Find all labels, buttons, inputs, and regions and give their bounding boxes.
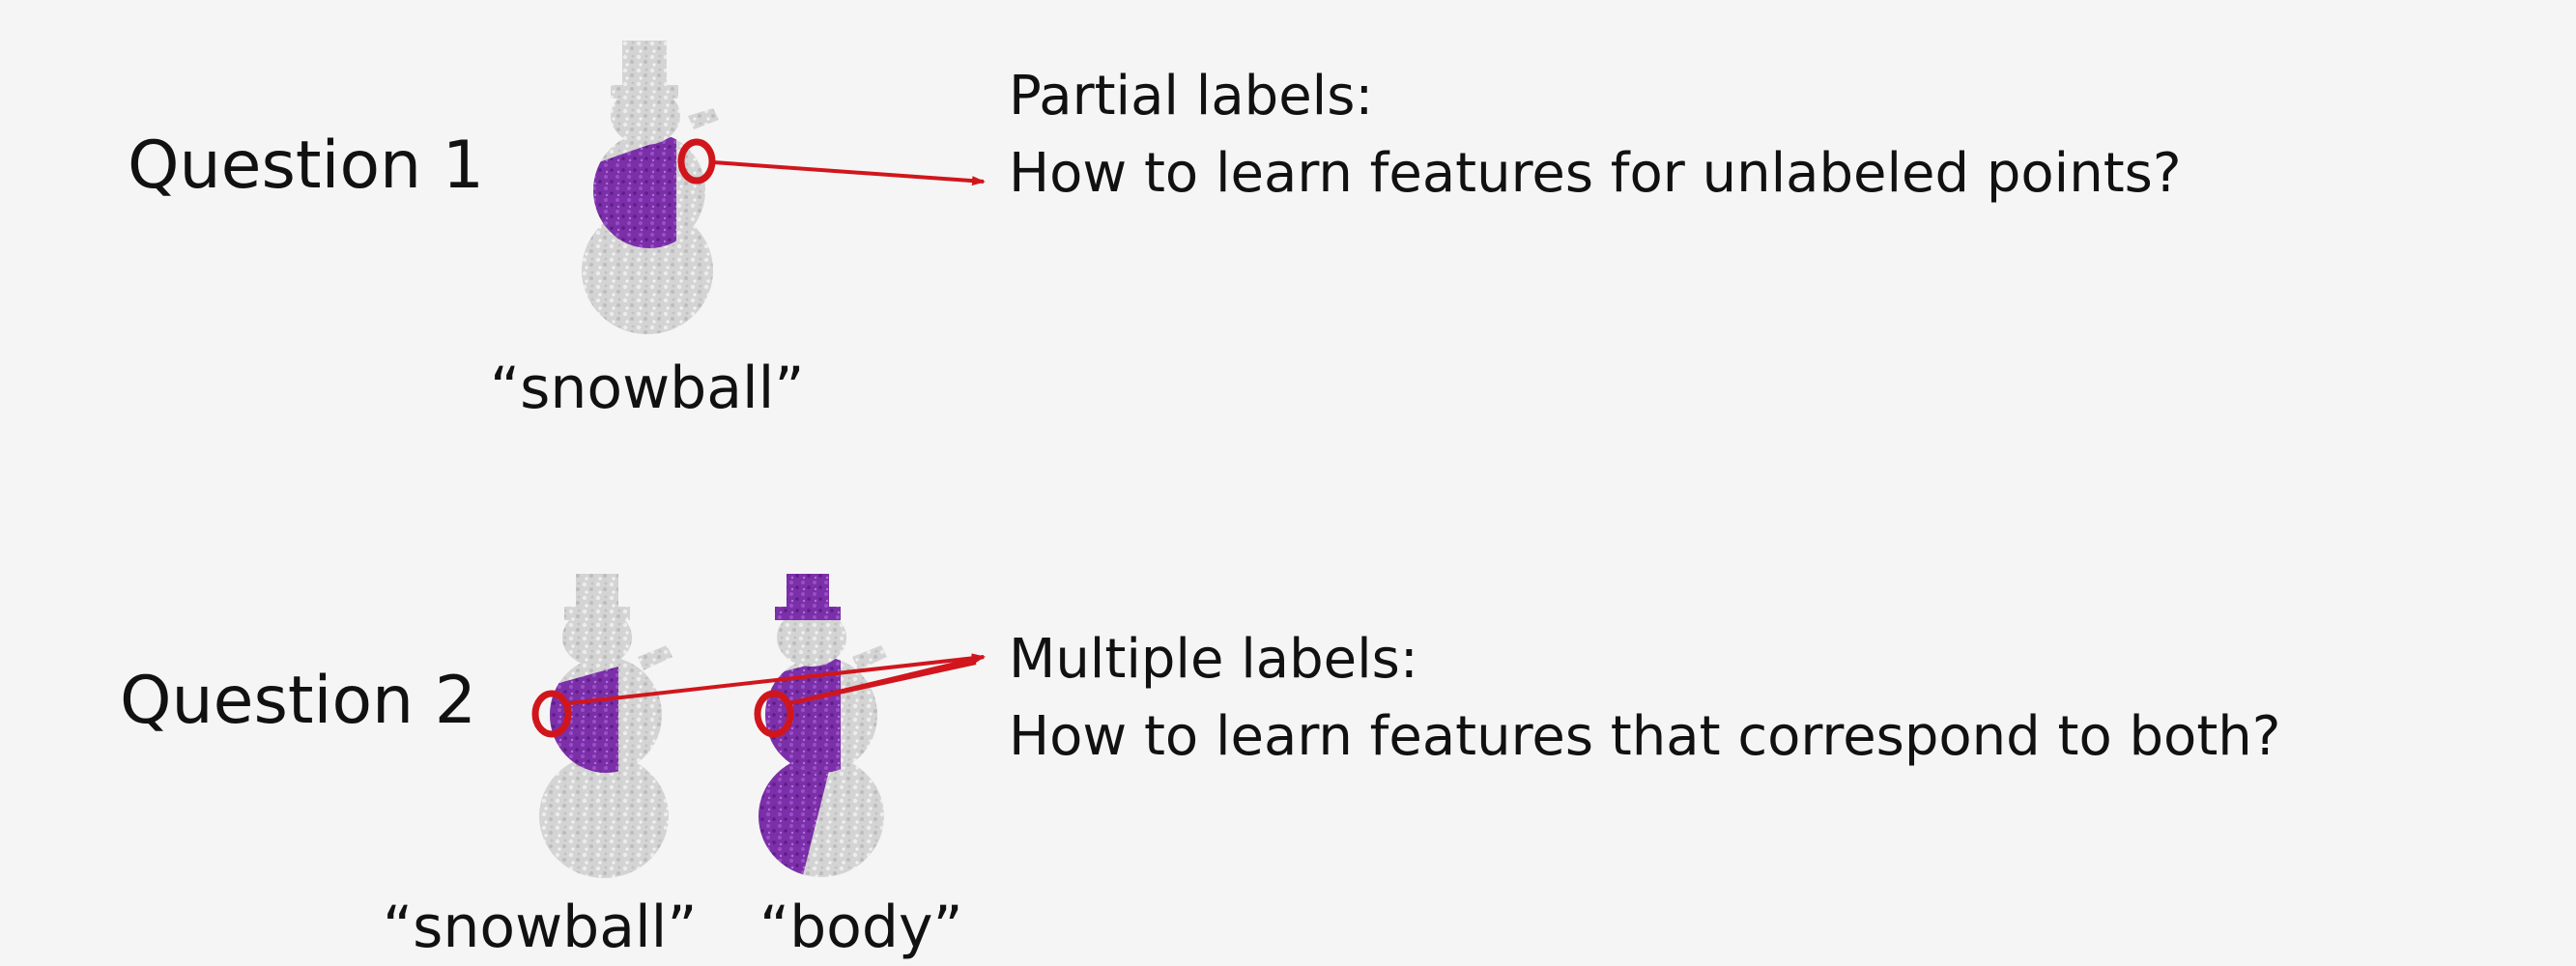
snowman-hat xyxy=(576,574,618,609)
snowman-question-2-snowball xyxy=(539,574,673,878)
question-1-caption-snowball: “snowball” xyxy=(490,355,805,422)
snowman-arm xyxy=(638,645,673,670)
body-label-highlight-middle xyxy=(765,657,841,773)
question-1-text: How to learn features for unlabeled poin… xyxy=(1009,142,2182,205)
snowman-head xyxy=(562,609,632,667)
snowman-head xyxy=(777,609,846,667)
snowman-arm xyxy=(688,108,719,129)
question-1-heading: Partial labels: xyxy=(1009,65,1374,128)
snowball-label-highlight xyxy=(593,135,676,248)
question-2-caption-snowball: “snowball” xyxy=(383,894,698,961)
question-1-label: Question 1 xyxy=(128,128,485,204)
snowman-hat-brim xyxy=(775,607,841,620)
snowman-hat xyxy=(787,574,829,609)
snowman-hat-brim xyxy=(564,607,630,620)
point-marker xyxy=(677,138,716,185)
question-2-label: Question 2 xyxy=(120,663,477,739)
snowman-hat xyxy=(622,41,667,87)
question-2-caption-body: “body” xyxy=(759,894,963,961)
snowman-arm xyxy=(852,645,887,670)
snowman-question-1 xyxy=(582,41,719,334)
point-marker xyxy=(754,690,794,738)
snowman-hat-brim xyxy=(611,85,678,99)
question-2-text: How to learn features that correspond to… xyxy=(1009,705,2281,768)
arrow-to-partial-labels xyxy=(712,160,986,186)
body-label-highlight-bottom xyxy=(758,763,831,877)
snowman-bottom-ball xyxy=(539,754,669,878)
arrow-from-body-point-2 xyxy=(789,661,977,705)
snowman-head xyxy=(611,87,680,145)
arrow-from-snowball-point xyxy=(568,653,986,705)
question-2-heading: Multiple labels: xyxy=(1009,628,1418,691)
snowball-label-highlight xyxy=(550,667,618,773)
snowman-question-2-body xyxy=(758,574,887,877)
point-marker xyxy=(531,690,572,738)
